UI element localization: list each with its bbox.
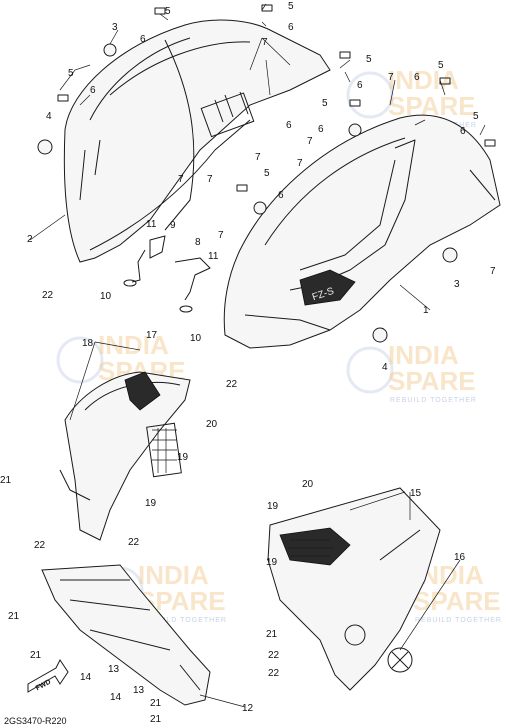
callout-5: 5 (473, 111, 479, 122)
callout-14: 14 (80, 672, 92, 683)
fasteners-group (37, 4, 496, 343)
callout-20: 20 (302, 479, 314, 490)
callout-21: 21 (150, 714, 162, 725)
callout-10: 10 (100, 291, 112, 302)
callout-5: 5 (288, 1, 294, 12)
callout-5: 5 (68, 68, 74, 79)
callout-19: 19 (267, 501, 279, 512)
watermark-line2: SPARE (413, 586, 501, 616)
callout-6: 6 (414, 72, 420, 83)
watermark-line1: INDIA (388, 340, 459, 370)
watermark-line1: INDIA (388, 65, 459, 95)
callout-6: 6 (288, 22, 294, 33)
callout-7: 7 (255, 152, 261, 163)
fwd-arrow-icon: FWD (27, 659, 69, 693)
callout-6: 6 (318, 124, 324, 135)
callout-22: 22 (128, 537, 140, 548)
part-1-right-shroud: FZ-S (223, 114, 501, 349)
callout-7: 7 (207, 174, 213, 185)
callout-4: 4 (382, 362, 388, 373)
callout-16: 16 (454, 552, 466, 563)
callout-11: 11 (146, 219, 157, 230)
callout-5: 5 (264, 168, 270, 179)
callout-21: 21 (30, 650, 42, 661)
callout-6: 6 (90, 85, 96, 96)
part-15-right-lower-cover (267, 487, 441, 691)
part-12-lower-fairing (41, 564, 211, 706)
callout-5: 5 (322, 98, 328, 109)
callout-5: 5 (438, 60, 444, 71)
callout-21: 21 (266, 629, 278, 640)
callout-19: 19 (266, 557, 278, 568)
leader-lines (29, 3, 486, 708)
diagram-code: 2GS3470-R220 (4, 716, 67, 726)
callout-7: 7 (178, 174, 184, 185)
callout-20: 20 (206, 419, 218, 430)
part-18-left-lower-cover (59, 371, 191, 541)
watermark-line1: INDIA (138, 560, 209, 590)
callout-3: 3 (112, 22, 118, 33)
callout-22: 22 (226, 379, 238, 390)
callout-19: 19 (177, 452, 189, 463)
callout-15: 15 (410, 488, 422, 499)
watermark-line1: INDIA (98, 330, 169, 360)
callout-10: 10 (190, 333, 202, 344)
callout-18: 18 (82, 338, 94, 349)
callout-7: 7 (218, 230, 224, 241)
callout-4: 4 (46, 111, 52, 122)
callout-7: 7 (307, 136, 313, 147)
callout-19: 19 (145, 498, 157, 509)
callout-12: 12 (242, 703, 254, 714)
callout-22: 22 (34, 540, 46, 551)
callout-2: 2 (27, 234, 33, 245)
callout-22: 22 (268, 650, 280, 661)
callout-22: 22 (268, 668, 280, 679)
callout-1: 1 (423, 305, 429, 316)
callout-5: 5 (165, 6, 171, 17)
callout-13: 13 (133, 685, 145, 696)
callout-21: 21 (150, 698, 162, 709)
watermark-tagline: REBUILD TOGETHER (415, 617, 502, 624)
callout-7: 7 (262, 37, 268, 48)
callout-21: 21 (0, 475, 12, 486)
callout-14: 14 (110, 692, 122, 703)
watermark-line2: SPARE (388, 366, 476, 396)
callout-6: 6 (278, 190, 284, 201)
callout-6: 6 (286, 120, 292, 131)
callout-5: 5 (366, 54, 372, 65)
callout-13: 13 (108, 664, 120, 675)
callout-6: 6 (357, 80, 363, 91)
callout-22: 22 (42, 290, 54, 301)
callout-8: 8 (195, 237, 201, 248)
watermark-tagline: REBUILD TOGETHER (390, 397, 477, 404)
callout-6: 6 (460, 126, 466, 137)
callout-7: 7 (490, 266, 496, 277)
callout-7: 7 (388, 72, 394, 83)
callout-7: 7 (297, 158, 303, 169)
callouts: 3 6 5 5 6 7 5 6 4 5 6 7 5 6 5 6 6 7 7 7 … (0, 1, 496, 725)
callout-9: 9 (170, 220, 176, 231)
callout-11: 11 (208, 251, 219, 262)
callout-21: 21 (8, 611, 20, 622)
brackets-group (123, 235, 211, 313)
watermark-tagline: REBUILD TOGETHER (140, 617, 227, 624)
callout-6: 6 (140, 34, 146, 45)
callout-3: 3 (454, 279, 460, 290)
callout-17: 17 (146, 330, 158, 341)
part-2-left-tank-cover (63, 19, 331, 263)
